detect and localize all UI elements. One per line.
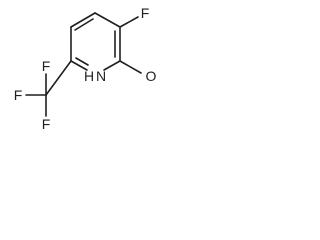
bond-c3-f xyxy=(119,16,139,28)
bond-c4-c5 xyxy=(70,12,96,28)
bonds xyxy=(25,12,142,117)
atom-oxygen: O xyxy=(146,68,157,84)
bond-c6-cf3 xyxy=(45,60,72,96)
atom-nitrogen-hydrogen: H xyxy=(84,68,94,84)
atom-cf3-fluorine-bottom: F xyxy=(42,116,51,132)
atom-fluorine-3: F xyxy=(141,5,150,21)
atom-cf3-fluorine-top: F xyxy=(42,58,51,74)
bond-c6-n1-double xyxy=(75,57,89,66)
atom-cf3-fluorine-left: F xyxy=(14,87,23,103)
bond-n1-c2 xyxy=(103,60,121,71)
atom-nitrogen: N xyxy=(96,68,106,84)
bond-c4-c5-double xyxy=(74,18,94,31)
bond-c2-o xyxy=(119,60,142,74)
atom-labels: F O H N F F F xyxy=(14,5,157,132)
bond-c6-n1 xyxy=(70,60,88,71)
chemical-structure: F O H N F F F xyxy=(14,5,157,132)
bond-c3-c4 xyxy=(94,12,121,28)
